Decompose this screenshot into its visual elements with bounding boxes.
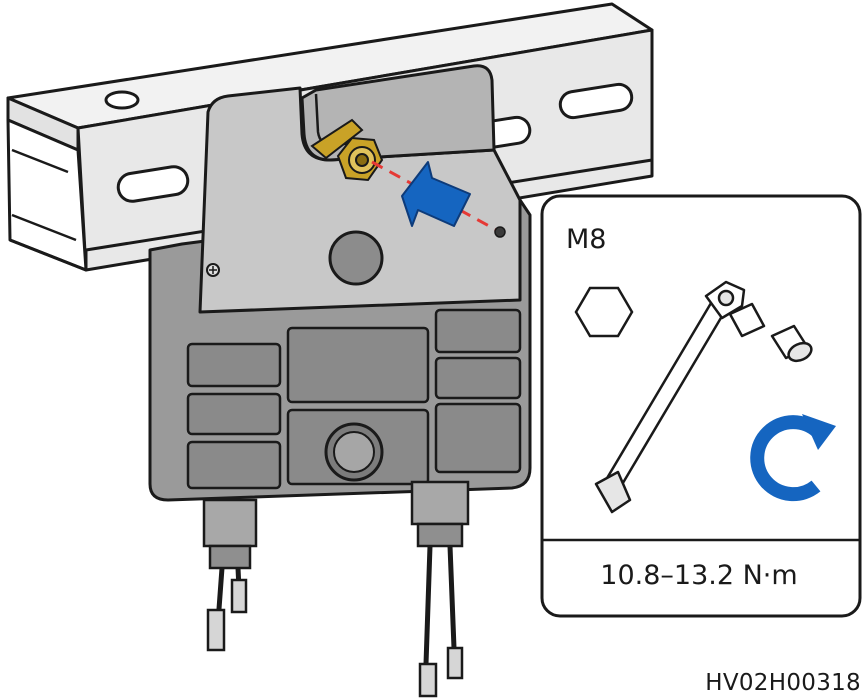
- alignment-guide: [371, 160, 501, 234]
- torque-range-label: 10.8–13.2 N·m: [600, 560, 798, 591]
- bolt-nut: [310, 118, 384, 182]
- figure-id: HV02H00318: [705, 670, 861, 696]
- device-housing: [148, 64, 532, 502]
- callout-box: [540, 194, 862, 618]
- hexagon-icon: [574, 286, 634, 338]
- clockwise-rotate-icon: [750, 414, 836, 502]
- socket-wrench-icon: [594, 280, 813, 514]
- mounting-hole: [494, 226, 506, 238]
- cable-right: [410, 480, 470, 698]
- insert-arrow-icon: [401, 161, 471, 227]
- bolt-size-label: M8: [566, 224, 607, 255]
- cable-left: [202, 498, 258, 652]
